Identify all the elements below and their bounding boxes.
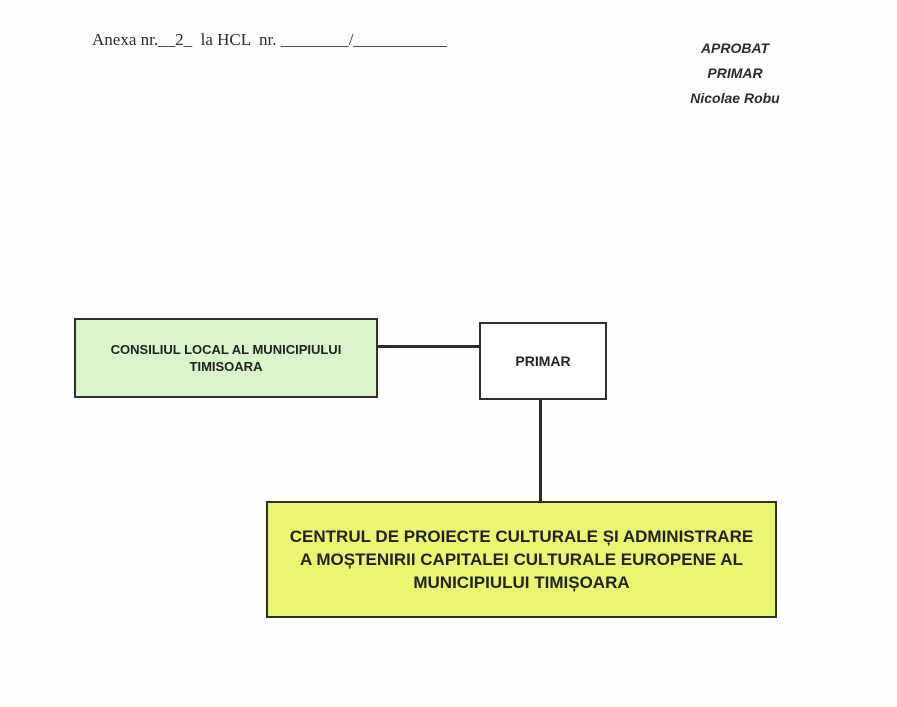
- cultural-centre-box-label: CENTRUL DE PROIECTE CULTURALE ȘI ADMINIS…: [289, 527, 754, 592]
- cultural-centre-box: CENTRUL DE PROIECTE CULTURALE ȘI ADMINIS…: [266, 501, 777, 618]
- mayor-box: PRIMAR: [479, 322, 607, 400]
- annex-reference: Anexa nr.__2_ la HCL nr. ________/______…: [92, 30, 447, 49]
- approval-role: PRIMAR: [707, 65, 763, 81]
- approval-label: APROBAT: [700, 40, 770, 56]
- mayor-box-label: PRIMAR: [515, 353, 571, 369]
- mayor-centre-connector: [539, 400, 542, 501]
- council-box-label: CONSILIUL LOCAL AL MUNICIPIULUI TIMISOAR…: [110, 342, 342, 374]
- council-mayor-connector: [378, 345, 479, 348]
- approval-signatory: Nicolae Robu: [690, 90, 780, 106]
- approval-block: APROBAT PRIMAR Nicolae Robu: [650, 36, 820, 111]
- council-box: CONSILIUL LOCAL AL MUNICIPIULUI TIMISOAR…: [74, 318, 378, 398]
